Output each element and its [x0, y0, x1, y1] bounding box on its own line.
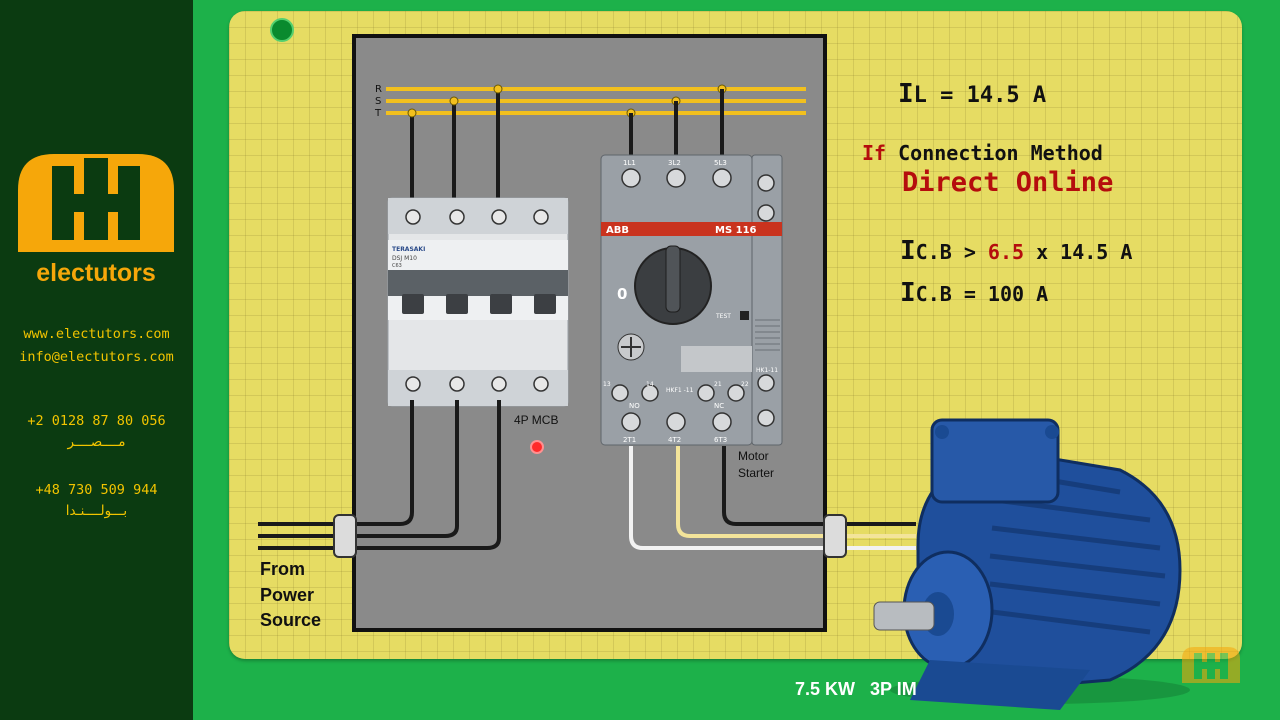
icb-symbol: I [900, 236, 916, 266]
mcb-model: DSJ M10 [392, 255, 417, 262]
source-label: From Power Source [260, 559, 322, 630]
mcb-rating: C63 [392, 263, 402, 269]
aux-terminal-13: 13 [603, 381, 611, 388]
mcb-breaker[interactable]: TERASAKI DSJ M10 C63 [387, 197, 569, 407]
il-subscript: L [913, 83, 927, 108]
bus-label-s: S [375, 96, 381, 107]
watermark-logo-icon [1182, 647, 1240, 683]
breaker-current-result: IC.B = 100 A [900, 278, 1048, 308]
icb2-subscript: C.B [915, 282, 952, 306]
source-wires [258, 400, 501, 550]
icb2-value: = 100 A [951, 282, 1049, 306]
bus-label-r: R [375, 84, 382, 95]
test-button[interactable] [740, 311, 749, 320]
icb-product: x 14.5 A [1024, 240, 1133, 264]
aux-front-model: HKF1 -11 [666, 387, 694, 394]
motor-starter-label: Motor Starter [738, 449, 775, 480]
line-current: IL = 14.5 A [898, 79, 1046, 109]
bus-label-t: T [374, 108, 382, 119]
phone-egypt: +2 0128 87 80 056 [27, 413, 166, 429]
icb2-symbol: I [900, 278, 916, 308]
starter-terminal-6t3: 6T3 [714, 436, 727, 444]
icb-factor: 6.5 [987, 240, 1025, 264]
email-link[interactable]: info@electutors.com [19, 349, 174, 365]
brand-name: electutors [36, 259, 155, 287]
starter-test-label: TEST [715, 313, 731, 320]
breaker-current-calc: IC.B > 6.5 x 14.5 A [900, 236, 1132, 266]
mcb-label: 4P MCB [514, 413, 559, 427]
aux-terminal-14: 14 [646, 381, 654, 388]
il-symbol: I [898, 79, 914, 109]
phone-poland: +48 730 509 944 [35, 482, 158, 498]
sidebar: electutors www.electutors.com info@elect… [0, 0, 193, 720]
icb-subscript: C.B [915, 240, 952, 264]
motor-icon [873, 418, 1190, 710]
motor-wires [629, 446, 916, 550]
motor-starter[interactable]: ABB MS 116 1L1 3L2 5L3 2T1 4T2 6T3 13 14… [600, 154, 783, 446]
starter-terminal-5l3: 5L3 [714, 159, 727, 167]
mcb-brand: TERASAKI [392, 246, 425, 253]
pushpin-icon [270, 18, 294, 42]
rotary-knob[interactable] [665, 245, 681, 313]
icb-compare: > [951, 240, 988, 264]
electutors-logo-icon: electutors [18, 154, 174, 287]
motor-cable-gland [823, 514, 847, 558]
starter-off-position: 0 [617, 285, 627, 303]
source-cable-gland [333, 514, 357, 558]
aux-model: HK1-11 [756, 367, 778, 374]
if-word: If [862, 141, 887, 165]
country-poland: بـــولــــنـدا [65, 503, 128, 519]
connection-label: Connection Method [898, 141, 1103, 165]
motor-rating: 7.5 KW 3P IM [795, 679, 917, 699]
indicator-led-icon [530, 440, 544, 454]
aux-terminal-22: 22 [741, 381, 749, 388]
starter-terminal-4t2: 4T2 [668, 436, 681, 444]
aux-no-label: NO [629, 402, 640, 410]
mcb-feed-wires [410, 89, 500, 200]
starter-terminal-1l1: 1L1 [623, 159, 636, 167]
aux-nc-label: NC [714, 402, 724, 410]
country-egypt: مــــصــــر [67, 434, 126, 450]
connection-line: If Connection Method [862, 141, 1103, 165]
aux-terminal-21: 21 [714, 381, 722, 388]
website-link[interactable]: www.electutors.com [23, 326, 170, 342]
starter-brand: ABB [606, 225, 629, 236]
il-value: = 14.5 A [926, 83, 1047, 108]
starter-terminal-3l2: 3L2 [668, 159, 681, 167]
connection-method: Direct Online [902, 167, 1114, 198]
starter-terminal-2t1: 2T1 [623, 436, 636, 444]
starter-model: MS 116 [715, 225, 757, 236]
